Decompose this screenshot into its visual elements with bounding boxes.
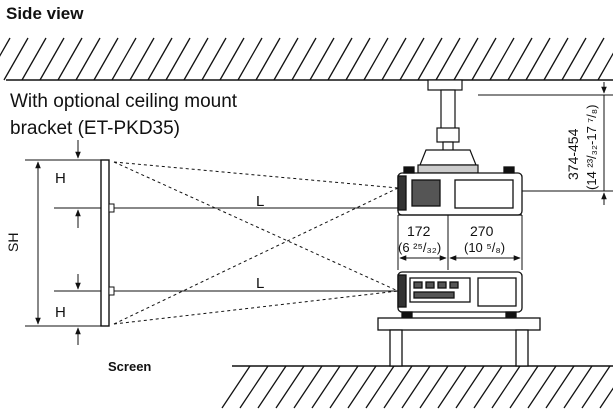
floor <box>221 365 613 409</box>
ceiling-hatch-line <box>363 37 389 81</box>
floor-hatch-line <box>509 365 539 409</box>
floor-hatch-line <box>365 365 395 409</box>
dim-270-inches: (10 ⁵/₈) <box>464 240 505 255</box>
ceiling-hatch-line <box>579 37 605 81</box>
caption-line-1: With optional ceiling mount <box>10 91 238 112</box>
h-label-bottom: H <box>55 304 66 321</box>
floor-hatch-line <box>491 365 521 409</box>
ceiling-hatch-line <box>0 37 11 57</box>
ceiling-hatch-line <box>309 37 335 81</box>
floor-hatch-line <box>311 365 341 409</box>
mount-height-dimension <box>478 82 613 205</box>
floor-hatch-line <box>419 365 449 409</box>
ceiling-hatch-line <box>147 37 173 81</box>
ceiling-hatch-line <box>165 37 191 81</box>
ceiling-hatch-line <box>273 37 299 81</box>
hanging-projector <box>397 166 523 216</box>
ceiling-hatch-line <box>597 52 613 81</box>
floor-hatch-line <box>563 365 593 409</box>
floor-projector <box>397 271 523 319</box>
floor-hatch-line <box>293 365 323 409</box>
caption-line-2: bracket (ET-PKD35) <box>10 118 180 139</box>
ceiling-hatch-line <box>201 37 227 81</box>
ceiling-hatch-line <box>543 37 569 81</box>
ceiling-hatch-line <box>561 37 587 81</box>
ceiling-hatch-line <box>3 37 29 81</box>
floor-hatch-line <box>437 365 467 409</box>
figure-title: Side view <box>6 4 84 23</box>
ceiling-hatch-line <box>381 37 407 81</box>
h-dimension-top <box>54 140 101 228</box>
optical-axis-lines <box>114 207 398 292</box>
ceiling-hatch-line <box>525 37 551 81</box>
mount-range: 374-454 <box>565 128 581 180</box>
projection-lines <box>113 161 399 325</box>
ceiling-hatch-line <box>507 37 533 81</box>
floor-hatch-line <box>599 387 613 409</box>
ceiling-hatch-line <box>255 37 281 81</box>
ceiling-hatch-line <box>417 37 443 81</box>
ceiling-hatch-line <box>93 37 119 81</box>
ceiling-hatch-line <box>39 37 65 81</box>
ceiling-hatch-line <box>291 37 317 81</box>
ceiling-hatch-line <box>129 37 155 81</box>
depth-dimensions <box>397 215 523 270</box>
floor-hatch-line <box>257 365 287 409</box>
l-label-bottom: L <box>256 275 264 292</box>
floor-hatch-line <box>527 365 557 409</box>
floor-hatch-line <box>455 365 485 409</box>
floor-hatch-line <box>545 365 575 409</box>
ceiling-hatch-line <box>237 37 263 81</box>
screen-label: Screen <box>108 359 151 374</box>
l-label-top: L <box>256 193 264 210</box>
ceiling-hatch-line <box>219 37 245 81</box>
floor-hatch-line <box>221 365 251 409</box>
ceiling-hatch-line <box>453 37 479 81</box>
mount-caption: With optional ceiling mount bracket (ET-… <box>10 88 330 142</box>
ceiling-hatch-line <box>327 37 353 81</box>
ceiling <box>0 37 613 81</box>
ceiling-hatch-line <box>345 37 371 81</box>
h-label-top: H <box>55 170 66 187</box>
floor-hatch-line <box>329 365 359 409</box>
ceiling-mount-bracket <box>417 79 479 174</box>
sh-label: SH <box>5 233 21 252</box>
ceiling-hatch-line <box>435 37 461 81</box>
ceiling-hatch-line <box>111 37 137 81</box>
mount-range-inches: (14 ²³/₃₂-17 ⁷/₈) <box>584 105 599 190</box>
h-dimension-bottom <box>54 274 101 345</box>
floor-hatch-line <box>275 365 305 409</box>
ceiling-hatch-line <box>399 37 425 81</box>
ceiling-hatch-line <box>57 37 83 81</box>
ceiling-hatch-line <box>21 37 47 81</box>
floor-hatch-line <box>347 365 377 409</box>
ceiling-hatch-line <box>183 37 209 81</box>
floor-hatch-line <box>473 365 503 409</box>
dim-172-inches: (6 ²⁵/₃₂) <box>398 240 441 255</box>
projector-table <box>377 317 541 367</box>
floor-hatch-line <box>401 365 431 409</box>
sh-dimension <box>25 159 101 327</box>
floor-hatch-line <box>581 365 611 409</box>
ceiling-hatch-line <box>489 37 515 81</box>
dim-270: 270 <box>470 223 494 239</box>
dim-172: 172 <box>407 223 431 239</box>
screen <box>100 159 115 327</box>
ceiling-hatch-line <box>471 37 497 81</box>
floor-hatch-line <box>383 365 413 409</box>
floor-hatch-line <box>239 365 269 409</box>
ceiling-hatch-line <box>75 37 101 81</box>
